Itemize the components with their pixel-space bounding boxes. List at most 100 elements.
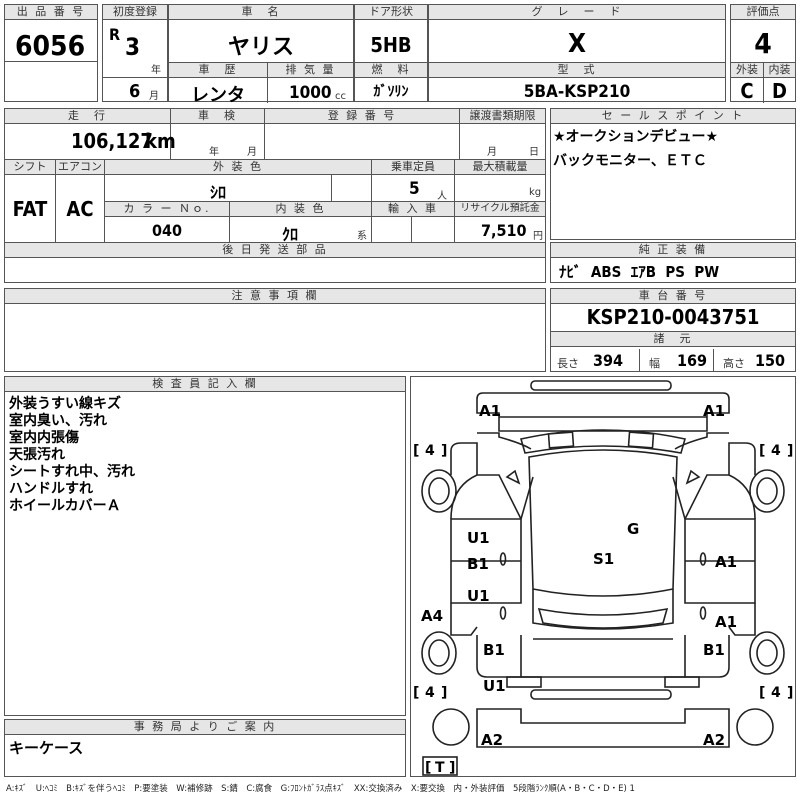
equipment-value: ﾅﾋﾞ ABS ｴｱB PS PW <box>559 263 720 281</box>
mark-s1: S1 <box>593 550 614 568</box>
car-diagram-box: A1 A1 G S1 U1 B1 A1 U1 A4 A1 B1 B1 U1 A2… <box>410 376 796 777</box>
body-color: ｼﾛ <box>209 183 226 202</box>
mark-b1-right: B1 <box>703 641 725 659</box>
mark-a1-right-2: A1 <box>715 613 737 631</box>
carname-cell: 車 名 ヤリス 車 歴 排 気 量 レンタ 1000 cc <box>168 4 354 106</box>
car-name: ヤリス <box>227 35 294 60</box>
rating-label: 評価点 <box>731 5 795 20</box>
svg-text:]: ] <box>441 443 447 459</box>
sales-point-box: セ ー ル ス ポ イ ン ト ★オークションデビュー★ バックモニター、ＥＴＣ <box>550 108 796 240</box>
capacity-unit: 人 <box>437 191 447 202</box>
lot-cell: 出 品 番 号 6056 <box>4 4 98 102</box>
mark-b1-left-2: B1 <box>483 641 505 659</box>
notes-label: 注 意 事 項 欄 <box>5 289 545 304</box>
inspection-year-unit: 年 <box>209 147 219 158</box>
mark-a2-left: A2 <box>481 731 503 749</box>
car-diagram: A1 A1 G S1 U1 B1 A1 U1 A4 A1 B1 B1 U1 A2… <box>413 380 793 776</box>
office-value: キーケース <box>9 739 84 757</box>
width-label: 幅 <box>649 357 660 370</box>
import-label: 輸 入 車 <box>372 202 454 217</box>
history: レンタ <box>191 85 245 106</box>
header-box: 出 品 番 号 6056 初度登録 R 3 年 6 月 車 名 ヤリス 車 歴 … <box>4 4 796 106</box>
tire-rr: 4 <box>771 685 781 701</box>
svg-text:]: ] <box>787 443 793 459</box>
notes-box: 注 意 事 項 欄 <box>4 288 546 372</box>
mark-a1-front-left: A1 <box>479 402 501 420</box>
first-reg-label: 初度登録 <box>103 5 167 20</box>
svg-text:]: ] <box>441 685 447 701</box>
ac-label: エアコン <box>56 160 104 175</box>
load-unit: kg <box>529 187 542 198</box>
inspector-line: 室内臭い、汚れ <box>9 413 107 429</box>
svg-text:[: [ <box>425 760 431 776</box>
inspector-box: 検 査 員 記 入 欄 外装うすい線キズ 室内臭い、汚れ 室内内張傷 天張汚れ … <box>4 376 406 716</box>
inspection-label: 車 検 <box>171 109 264 124</box>
svg-text:[: [ <box>759 685 765 701</box>
mark-u1-left-2: U1 <box>467 587 490 605</box>
recycle-unit: 円 <box>533 231 543 242</box>
tire-spare: T <box>435 760 445 776</box>
inspector-line: シートすれ中、汚れ <box>9 464 135 480</box>
fuel-label: 燃 料 <box>355 63 427 78</box>
mileage-unit: km <box>145 129 176 153</box>
int-color-label: 内 装 色 <box>230 202 371 217</box>
dims-label: 諸 元 <box>551 332 795 347</box>
shift-label: シフト <box>5 160 55 175</box>
equipment-label: 純 正 装 備 <box>551 243 795 258</box>
exterior-label: 外装 <box>731 63 763 78</box>
door: 5HB <box>370 33 412 57</box>
mark-a2-right: A2 <box>703 731 725 749</box>
legend: A:ｷｽﾞ U:ﾍｺﾐ B:ｷｽﾞを伴うﾍｺﾐ P:要塗装 W:補修跡 S:錆 … <box>6 784 635 794</box>
model: 5BA-KSP210 <box>523 82 631 102</box>
rating: 4 <box>754 27 772 60</box>
svg-text:[: [ <box>759 443 765 459</box>
later-parts-label: 後 日 発 送 部 品 <box>5 243 545 258</box>
height: 150 <box>755 351 786 370</box>
car-name-label: 車 名 <box>169 5 353 20</box>
year-unit: 年 <box>151 65 161 76</box>
door-label: ドア形状 <box>355 5 427 20</box>
recycle: 7,510 <box>481 221 527 240</box>
mark-u1-bottom-left: U1 <box>483 677 506 695</box>
int-color: ｸﾛ <box>281 225 298 244</box>
era: R <box>109 25 121 44</box>
svg-text:[: [ <box>413 685 419 701</box>
inspector-line: 天張汚れ <box>9 447 65 463</box>
mark-a4: A4 <box>421 607 443 625</box>
rating-cell: 評価点 4 外装 内装 C D <box>730 4 796 103</box>
grade: X <box>567 29 587 59</box>
mark-a1-front-right: A1 <box>703 402 725 420</box>
inspector-label: 検 査 員 記 入 欄 <box>5 377 405 392</box>
length: 394 <box>593 351 624 370</box>
history-label: 車 歴 <box>169 63 267 78</box>
tire-fr: 4 <box>771 443 781 459</box>
exterior-grade: C <box>740 79 754 103</box>
load-label: 最大積載量 <box>455 160 545 175</box>
fuel: ｶﾞｿﾘﾝ <box>373 84 409 100</box>
transfer-month-unit: 月 <box>487 147 497 158</box>
color-label: 外 装 色 <box>105 160 371 175</box>
lot-label: 出 品 番 号 <box>5 5 97 20</box>
chassis-box: 車 台 番 号 KSP210-0043751 諸 元 長さ 394 幅 169 … <box>550 288 796 372</box>
recycle-label: リサイクル預託金 <box>455 202 545 217</box>
shift: FAT <box>12 197 48 221</box>
reg-year: 3 <box>125 33 141 61</box>
svg-text:]: ] <box>449 760 455 776</box>
inspector-line: ホイールカバーＡ <box>9 498 121 514</box>
inspector-notes: 外装うすい線キズ 室内臭い、汚れ 室内内張傷 天張汚れ シートすれ中、汚れ ハン… <box>9 396 135 515</box>
color-no-label: カ ラ ー Ｎｏ. <box>105 202 229 217</box>
plate-label: 登 録 番 号 <box>265 109 459 124</box>
month-unit: 月 <box>149 91 159 102</box>
chassis-number: KSP210-0043751 <box>586 305 760 329</box>
mark-g: G <box>627 520 639 538</box>
grade-cell: グ レ ー ド X 型 式 5BA-KSP210 <box>428 4 726 102</box>
color-no: 040 <box>151 221 183 240</box>
spec-table: 走 行 車 検 登 録 番 号 譲渡書類期限 106,127 km 年 月 月 … <box>4 108 546 283</box>
capacity-label: 乗車定員 <box>372 160 454 175</box>
inspector-line: ハンドルすれ <box>9 481 93 497</box>
length-label: 長さ <box>557 357 579 370</box>
tire-rl: 4 <box>425 685 435 701</box>
sales-point-line-2: バックモニター、ＥＴＣ <box>553 153 707 169</box>
first-reg-cell: 初度登録 R 3 年 6 月 <box>102 4 168 102</box>
displacement-unit: cc <box>335 91 346 102</box>
